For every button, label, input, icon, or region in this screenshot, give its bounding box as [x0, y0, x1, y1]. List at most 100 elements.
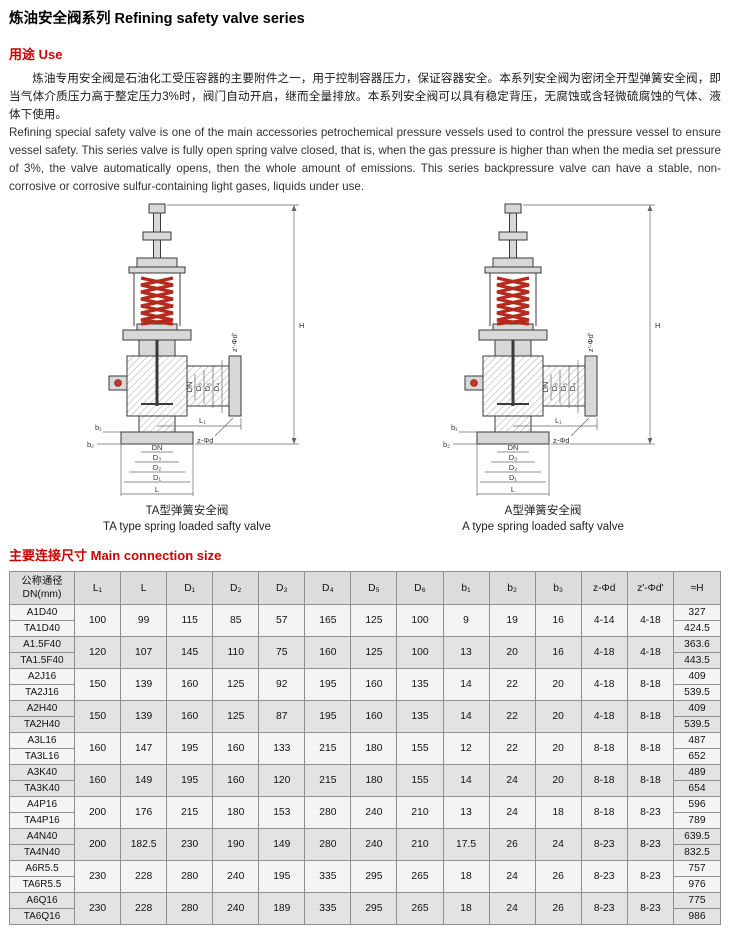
value-cell: 4-18 [626, 604, 675, 637]
value-cell: 8-23 [580, 860, 628, 893]
header-cell: D₁ [166, 571, 214, 605]
header-cell: ≈H [673, 571, 721, 605]
model-cell: A3L16 [9, 732, 75, 749]
model-cell: TA3L16 [9, 748, 75, 765]
value-cell: 100 [73, 604, 122, 637]
dim-label-l: L [155, 485, 159, 494]
value-cell: 139 [120, 668, 168, 701]
height-cell: 652 [673, 748, 721, 765]
dim-label-z2-phi-d2: z'-Φd' [230, 332, 239, 352]
value-cell: 87 [258, 700, 306, 733]
model-cell: TA3K40 [9, 780, 75, 797]
value-cell: 14 [442, 700, 490, 733]
value-cell: 8-23 [580, 828, 628, 861]
dim-label-b1: b₁ [95, 423, 102, 432]
height-cell: 789 [673, 812, 721, 829]
model-cell: A6Q16 [9, 892, 75, 909]
value-cell: 125 [350, 636, 398, 669]
value-cell: 160 [166, 668, 214, 701]
dim-label-dn-bottom: DN [152, 443, 163, 452]
dim-label-d6: D₆ [550, 383, 559, 391]
use-paragraph-chinese: 炼油专用安全阀是石油化工受压容器的主要附件之一，用于控制容器压力，保证容器安全。… [9, 72, 721, 121]
value-cell: 26 [534, 860, 582, 893]
value-cell: 20 [488, 636, 536, 669]
value-cell: 153 [258, 796, 306, 829]
value-cell: 265 [396, 860, 444, 893]
value-cell: 215 [166, 796, 214, 829]
model-cell: A3K40 [9, 764, 75, 781]
value-cell: 240 [212, 892, 260, 925]
header-cell: L₁ [73, 571, 122, 605]
value-cell: 120 [258, 764, 306, 797]
value-cell: 160 [304, 636, 352, 669]
value-cell: 160 [73, 732, 122, 765]
header-cell: b₁ [442, 571, 490, 605]
dim-label-b2: b₂ [443, 440, 450, 449]
value-cell: 8-23 [626, 796, 675, 829]
value-cell: 13 [442, 796, 490, 829]
value-cell: 24 [534, 828, 582, 861]
value-cell: 8-23 [580, 892, 628, 925]
value-cell: 180 [212, 796, 260, 829]
value-cell: 210 [396, 796, 444, 829]
value-cell: 230 [73, 892, 122, 925]
value-cell: 335 [304, 860, 352, 893]
value-cell: 9 [442, 604, 490, 637]
model-cell: TA4N40 [9, 844, 75, 861]
value-cell: 215 [304, 732, 352, 765]
page-title: 炼油安全阀系列 Refining safety valve series [9, 11, 305, 27]
value-cell: 195 [304, 668, 352, 701]
model-cell: A1.5F40 [9, 636, 75, 653]
a-caption-cn: A型弹簧安全阀 [504, 505, 582, 517]
value-cell: 165 [304, 604, 352, 637]
use-paragraph-english: Refining special safety valve is one of … [9, 126, 721, 193]
value-cell: 20 [534, 732, 582, 765]
height-cell: 976 [673, 876, 721, 893]
size-section-heading: 主要连接尺寸 Main connection size [9, 548, 222, 563]
header-cell: D₆ [396, 571, 444, 605]
dim-label-z2-phi-d2: z'-Φd' [586, 332, 595, 352]
value-cell: 200 [73, 796, 122, 829]
model-cell: A2H40 [9, 700, 75, 717]
value-cell: 8-23 [626, 860, 675, 893]
value-cell: 280 [166, 860, 214, 893]
value-cell: 155 [396, 764, 444, 797]
value-cell: 85 [212, 604, 260, 637]
value-cell: 160 [73, 764, 122, 797]
value-cell: 215 [304, 764, 352, 797]
a-valve-diagram: H L₁ z-Φd z'-Φd' DN D₃ D₂ D₁ L DN D₆ D₅ … [443, 203, 660, 496]
header-cell: D₄ [304, 571, 352, 605]
value-cell: 12 [442, 732, 490, 765]
value-cell: 4-18 [580, 668, 628, 701]
value-cell: 16 [534, 604, 582, 637]
model-cell: A1D40 [9, 604, 75, 621]
value-cell: 22 [488, 732, 536, 765]
value-cell: 8-18 [580, 732, 628, 765]
value-cell: 115 [166, 604, 214, 637]
table-row: TA3L16 652 [9, 748, 721, 765]
value-cell: 19 [488, 604, 536, 637]
dim-label-z-phi-d: z-Φd [197, 436, 213, 445]
value-cell: 180 [350, 732, 398, 765]
header-cell: b₃ [534, 571, 582, 605]
value-cell: 26 [534, 892, 582, 925]
value-cell: 125 [212, 668, 260, 701]
spring-coil [140, 276, 174, 326]
dim-label-d3: D₃ [509, 453, 517, 462]
value-cell: 125 [212, 700, 260, 733]
value-cell: 57 [258, 604, 306, 637]
header-cell: D₂ [212, 571, 260, 605]
value-cell: 182.5 [120, 828, 168, 861]
dim-label-l1: L₁ [555, 416, 562, 425]
value-cell: 24 [488, 860, 536, 893]
value-cell: 150 [73, 700, 122, 733]
value-cell: 20 [534, 764, 582, 797]
value-cell: 147 [120, 732, 168, 765]
value-cell: 160 [166, 700, 214, 733]
value-cell: 110 [212, 636, 260, 669]
value-cell: 228 [120, 860, 168, 893]
header-cell: D₅ [350, 571, 398, 605]
